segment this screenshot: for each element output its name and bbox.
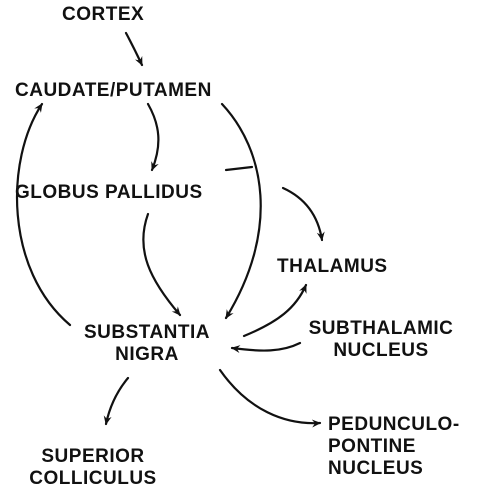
node-caudate-putamen: CAUDATE/PUTAMEN	[15, 80, 212, 101]
node-substantia-nigra-line1: SUBSTANTIA	[83, 322, 211, 343]
node-superior-colliculus-line2: COLLICULUS	[29, 468, 157, 489]
arrow-nigra-to-colliculus	[103, 376, 130, 426]
node-substantia-nigra: SUBSTANTIA NIGRA	[62, 322, 232, 366]
node-pedunculopontine-nucleus: PEDUNCULO- PONTINE NUCLEUS	[328, 414, 460, 480]
node-subthalamic-nucleus-line1: SUBTHALAMIC	[308, 318, 454, 339]
arrow-nigra-to-caudate	[15, 102, 72, 327]
node-subthalamic-nucleus: SUBTHALAMIC NUCLEUS	[296, 318, 466, 362]
node-cortex: CORTEX	[62, 4, 145, 25]
arrow-globus-to-thalamus	[281, 186, 325, 242]
globus-overbar-mark	[224, 165, 254, 172]
arrow-globus-to-nigra	[142, 212, 182, 317]
node-pedunculopontine-line3: NUCLEUS	[328, 458, 424, 479]
arrow-nigra-to-pedunculopontine	[218, 368, 322, 428]
arrow-caudate-to-globus	[146, 102, 160, 172]
arrow-nigra-to-thalamus	[242, 283, 308, 338]
arrow-cortex-to-caudate	[124, 31, 144, 67]
node-subthalamic-nucleus-line2: NUCLEUS	[333, 340, 429, 361]
node-superior-colliculus-line1: SUPERIOR	[41, 446, 145, 467]
node-pedunculopontine-line1: PEDUNCULO-	[328, 414, 460, 435]
node-substantia-nigra-line2: NIGRA	[115, 344, 179, 365]
node-pedunculopontine-line2: PONTINE	[328, 436, 416, 457]
arrow-subthalamic-to-nigra	[230, 341, 302, 354]
node-thalamus: THALAMUS	[277, 256, 388, 277]
node-globus-pallidus: GLOBUS PALLIDUS	[15, 182, 203, 203]
arrow-caudate-to-nigra	[220, 102, 262, 320]
node-superior-colliculus: SUPERIOR COLLICULUS	[18, 446, 168, 490]
